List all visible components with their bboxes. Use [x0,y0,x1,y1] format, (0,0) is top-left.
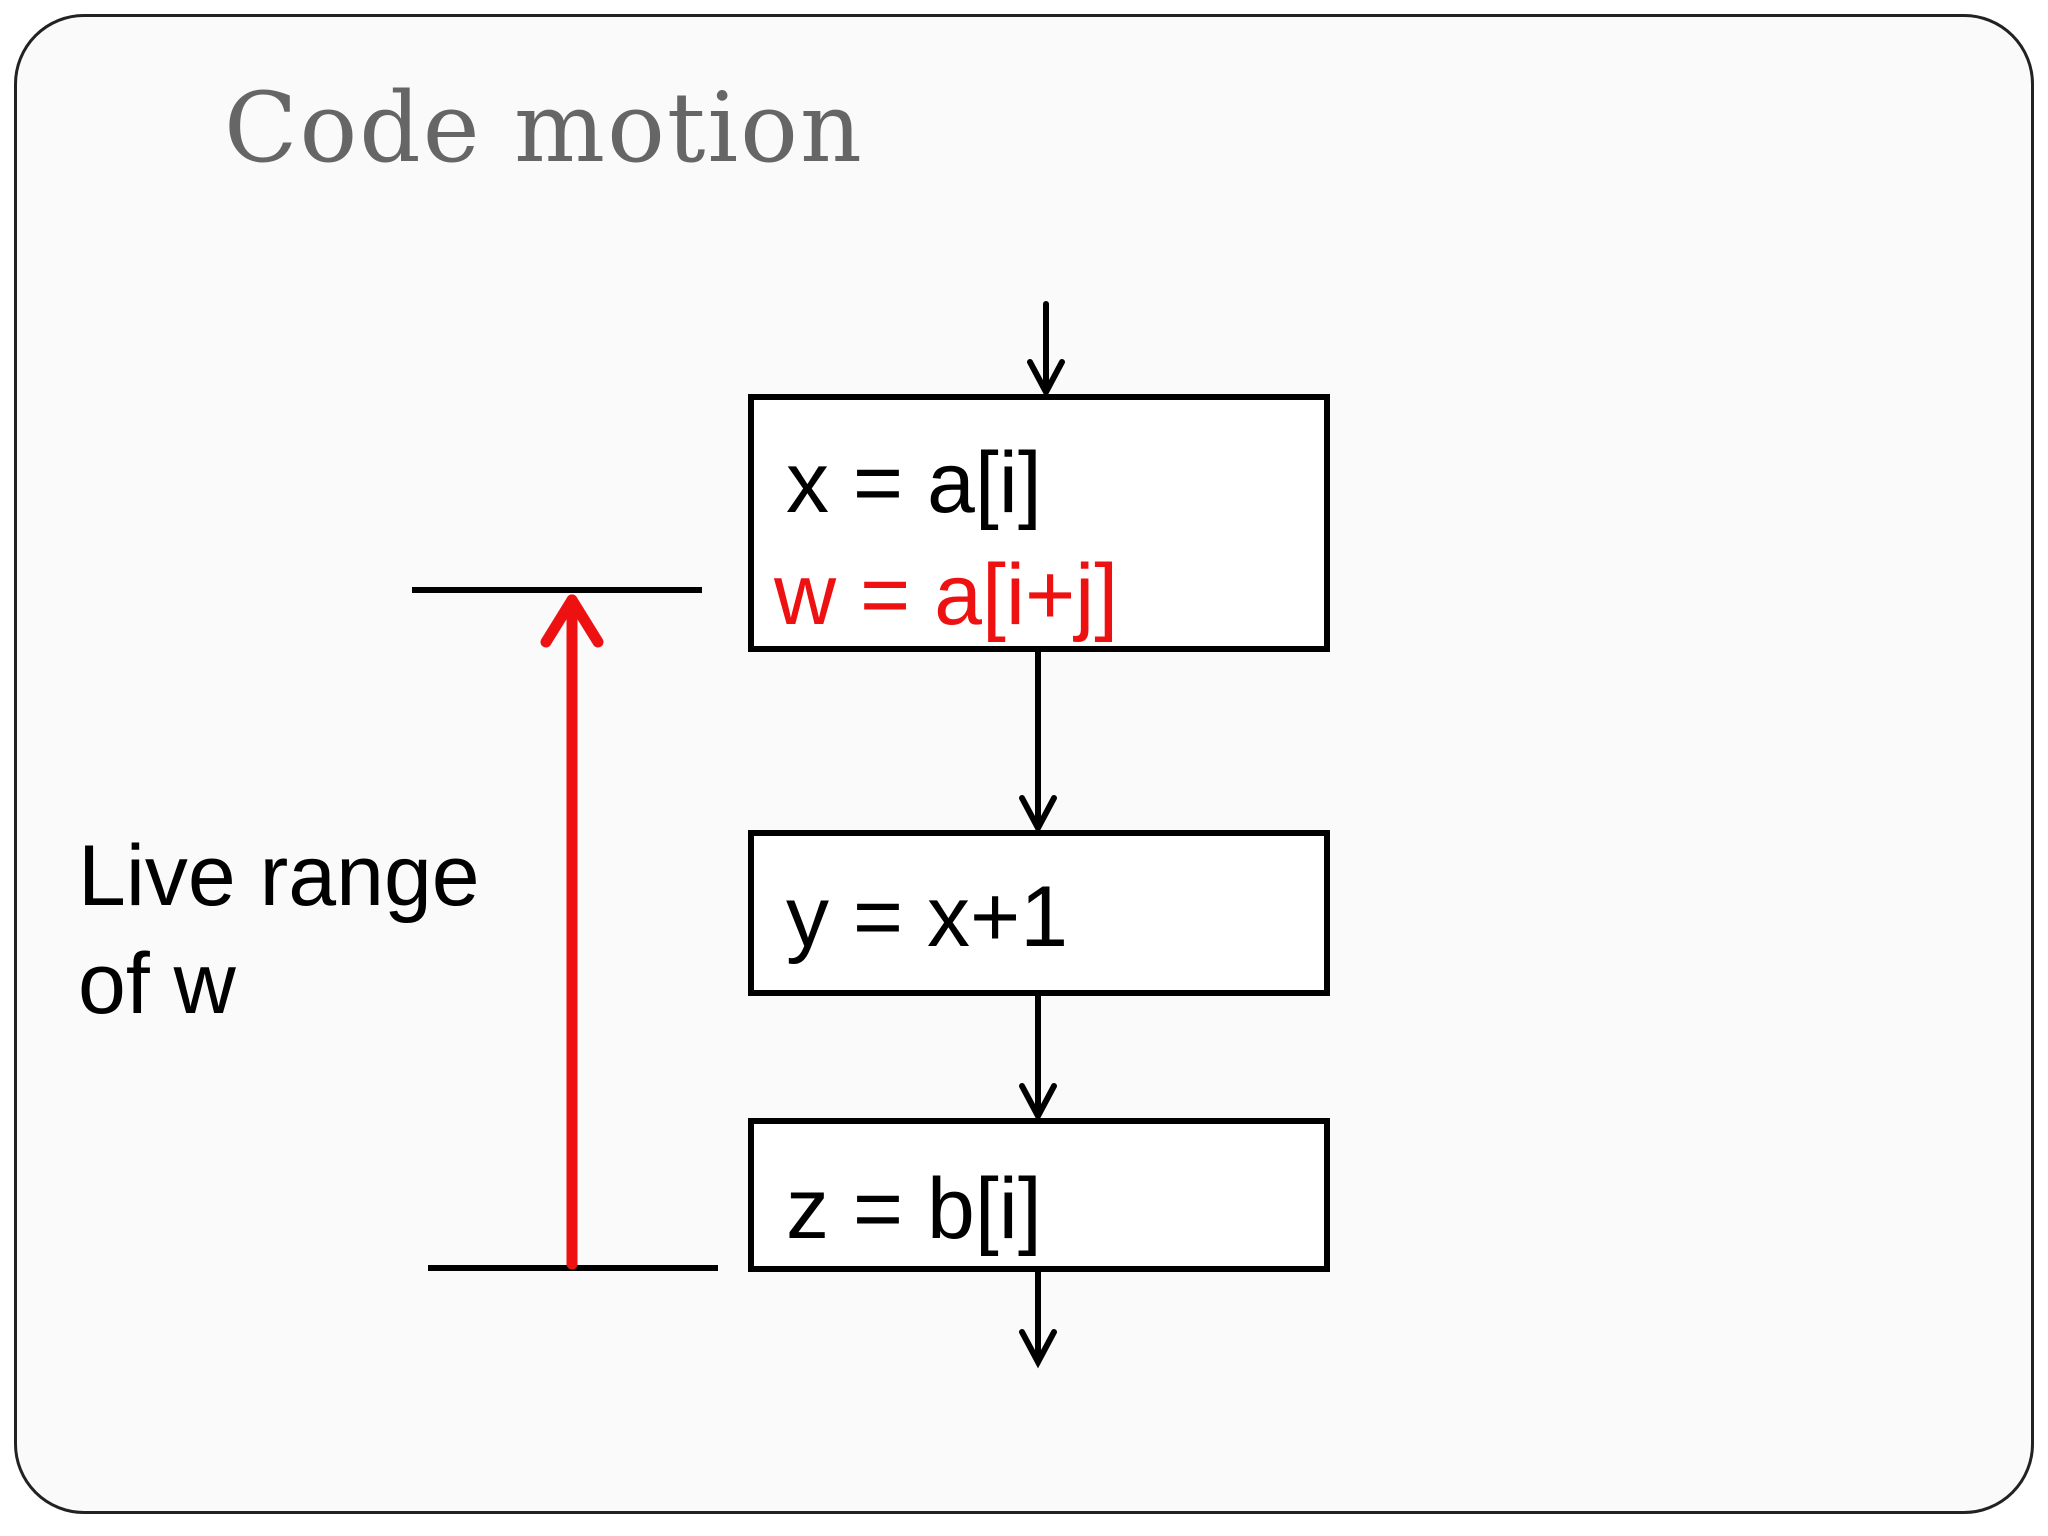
statement-z-assign: z = b[i] [786,1161,1042,1257]
statement-y-assign: y = x+1 [786,869,1069,965]
live-range-label-line-1: Live range [78,828,480,924]
statement-x-assign: x = a[i] [786,435,1042,531]
live-range-label-line-2: of w [78,936,236,1032]
basic-block-2 [748,830,1330,996]
statement-w-assign: w = a[i+j] [774,547,1119,643]
live-range-label: Live range of w [78,822,480,1038]
slide-frame [14,14,2034,1514]
slide-title: Code motion [224,72,864,184]
